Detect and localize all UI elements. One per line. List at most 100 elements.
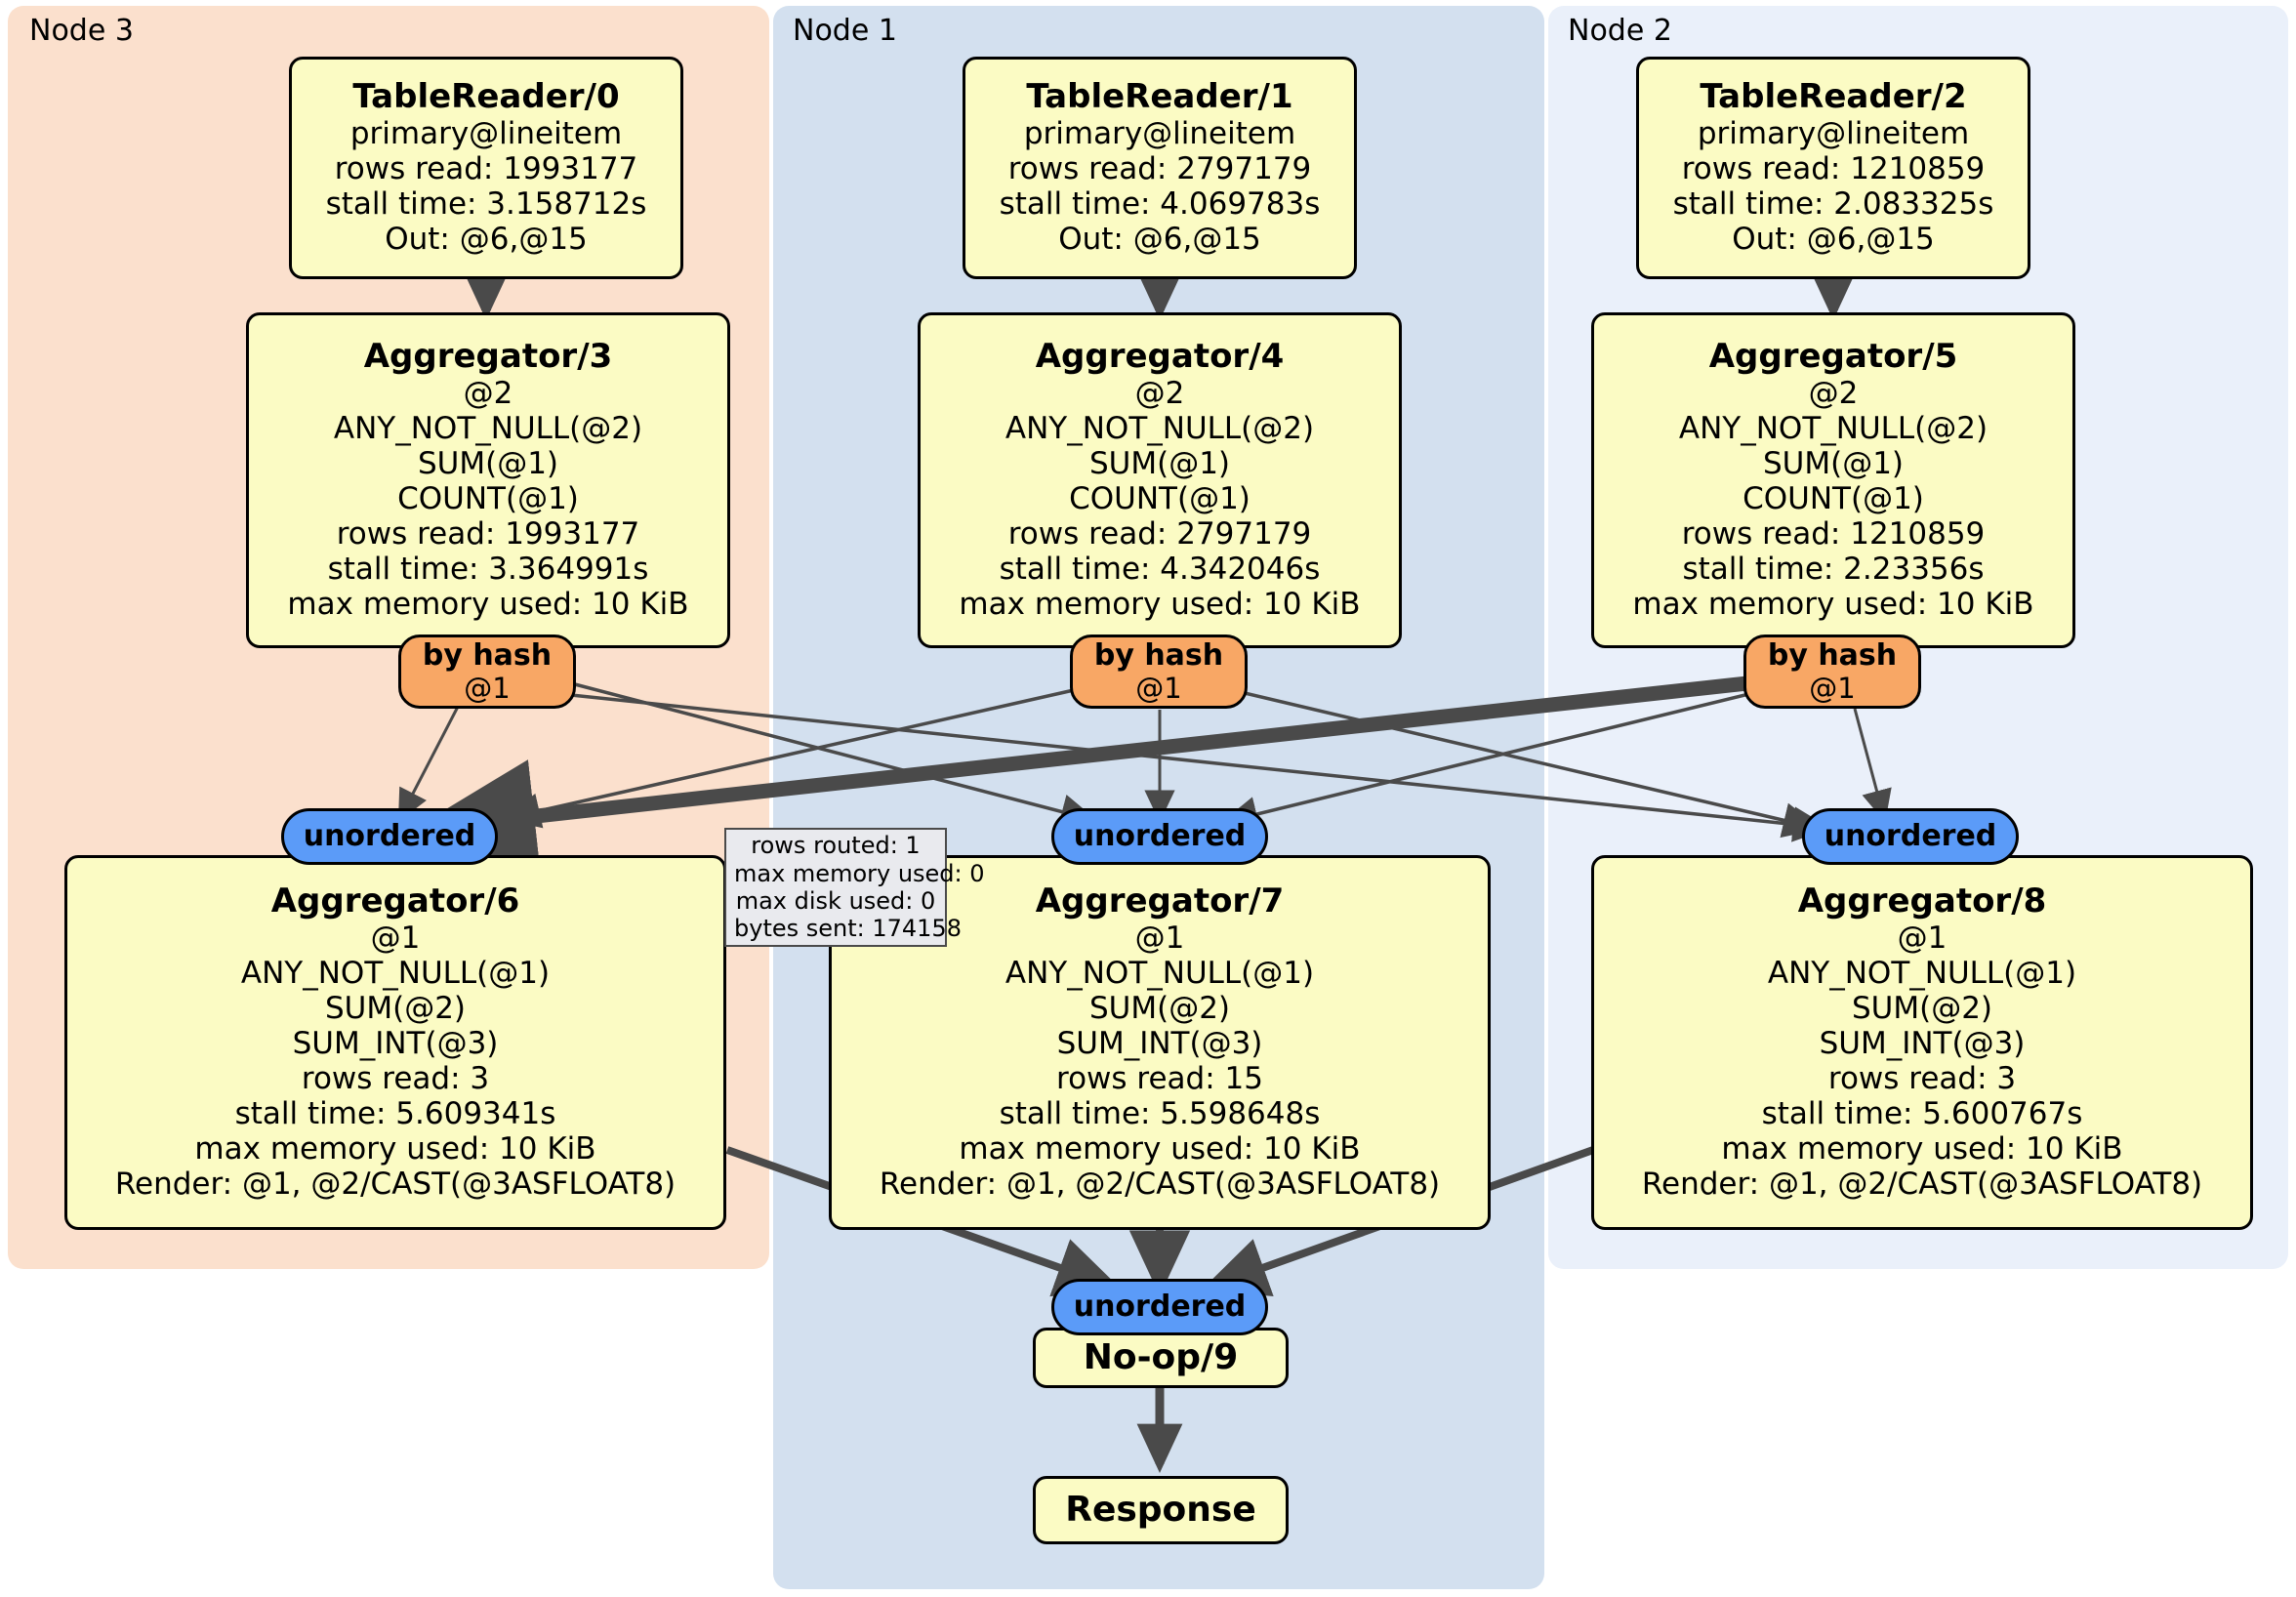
node-line: COUNT(@1) xyxy=(1069,480,1250,516)
node-line: stall time: 5.598648s xyxy=(999,1095,1321,1131)
cluster-label-node-1: Node 1 xyxy=(793,14,897,48)
node-line: ANY_NOT_NULL(@2) xyxy=(1004,410,1315,446)
router-title: unordered xyxy=(1073,1290,1247,1325)
node-line: rows read: 1210859 xyxy=(1681,150,1986,186)
node-line: Render: @1, @2/CAST(@3ASFLOAT8) xyxy=(879,1166,1441,1202)
node-line: stall time: 5.600767s xyxy=(1761,1095,2083,1131)
node-line: rows read: 2797179 xyxy=(1007,150,1312,186)
node-title: Response xyxy=(1065,1490,1256,1531)
node-aggregator-6[interactable]: Aggregator/6 @1 ANY_NOT_NULL(@1) SUM(@2)… xyxy=(64,855,726,1230)
node-line: SUM(@1) xyxy=(1762,445,1905,481)
node-line: @2 xyxy=(463,375,513,411)
node-title: TableReader/1 xyxy=(1026,77,1293,117)
router-unordered-aggregator-6[interactable]: unordered xyxy=(281,808,498,865)
router-title: unordered xyxy=(1073,819,1247,854)
node-title: Aggregator/8 xyxy=(1797,881,2047,921)
node-line: primary@lineitem xyxy=(349,115,623,151)
node-line: @2 xyxy=(1134,375,1185,411)
node-line: SUM_INT(@3) xyxy=(1056,1025,1263,1061)
router-by-hash-aggregator-4[interactable]: by hash @1 xyxy=(1070,635,1248,709)
router-title: by hash xyxy=(1093,637,1224,673)
node-line: stall time: 3.158712s xyxy=(325,185,647,222)
node-line: Out: @6,@15 xyxy=(1058,221,1261,257)
node-noop-9[interactable]: No-op/9 xyxy=(1033,1328,1289,1388)
node-line: ANY_NOT_NULL(@1) xyxy=(1004,955,1315,991)
node-title: Aggregator/3 xyxy=(363,337,613,377)
node-aggregator-4[interactable]: Aggregator/4 @2 ANY_NOT_NULL(@2) SUM(@1)… xyxy=(918,312,1402,648)
node-title: Aggregator/7 xyxy=(1035,881,1285,921)
node-line: Out: @6,@15 xyxy=(385,221,588,257)
router-unordered-aggregator-8[interactable]: unordered xyxy=(1802,808,2019,865)
node-line: max memory used: 10 KiB xyxy=(959,1130,1361,1167)
node-line: SUM_INT(@3) xyxy=(1819,1025,2026,1061)
node-line: stall time: 4.069783s xyxy=(999,185,1321,222)
cluster-label-node-2: Node 2 xyxy=(1568,14,1672,48)
node-tablereader-2[interactable]: TableReader/2 primary@lineitem rows read… xyxy=(1636,57,2030,279)
node-line: stall time: 2.23356s xyxy=(1682,551,1985,587)
node-line: max memory used: 10 KiB xyxy=(1721,1130,2123,1167)
node-line: primary@lineitem xyxy=(1023,115,1296,151)
node-line: stall time: 4.342046s xyxy=(999,551,1321,587)
node-line: rows read: 1993177 xyxy=(334,150,638,186)
router-by-hash-aggregator-3[interactable]: by hash @1 xyxy=(398,635,576,709)
node-line: ANY_NOT_NULL(@1) xyxy=(1767,955,2077,991)
stat-line: bytes sent: 174158 xyxy=(734,915,962,943)
node-line: stall time: 5.609341s xyxy=(234,1095,556,1131)
node-title: TableReader/0 xyxy=(352,77,620,117)
node-line: COUNT(@1) xyxy=(1742,480,1924,516)
router-unordered-noop-9[interactable]: unordered xyxy=(1051,1279,1268,1335)
node-line: max memory used: 10 KiB xyxy=(194,1130,596,1167)
node-line: rows read: 1993177 xyxy=(336,515,640,552)
node-line: max memory used: 10 KiB xyxy=(1632,586,2034,622)
node-line: COUNT(@1) xyxy=(397,480,579,516)
router-subtitle: @1 xyxy=(464,671,511,705)
node-line: max memory used: 10 KiB xyxy=(959,586,1361,622)
node-aggregator-8[interactable]: Aggregator/8 @1 ANY_NOT_NULL(@1) SUM(@2)… xyxy=(1591,855,2253,1230)
node-tablereader-0[interactable]: TableReader/0 primary@lineitem rows read… xyxy=(289,57,683,279)
node-line: SUM(@1) xyxy=(417,445,559,481)
node-response[interactable]: Response xyxy=(1033,1476,1289,1544)
router-subtitle: @1 xyxy=(1809,671,1856,705)
router-title: unordered xyxy=(1824,819,1997,854)
node-line: SUM_INT(@3) xyxy=(292,1025,499,1061)
node-line: ANY_NOT_NULL(@2) xyxy=(333,410,643,446)
node-title: Aggregator/5 xyxy=(1708,337,1958,377)
node-aggregator-5[interactable]: Aggregator/5 @2 ANY_NOT_NULL(@2) SUM(@1)… xyxy=(1591,312,2075,648)
node-title: Aggregator/4 xyxy=(1035,337,1285,377)
node-line: rows read: 15 xyxy=(1056,1060,1263,1096)
router-title: by hash xyxy=(1767,637,1898,673)
node-line: stall time: 3.364991s xyxy=(327,551,649,587)
node-line: Out: @6,@15 xyxy=(1732,221,1935,257)
node-line: max memory used: 10 KiB xyxy=(287,586,689,622)
node-tablereader-1[interactable]: TableReader/1 primary@lineitem rows read… xyxy=(963,57,1357,279)
node-line: Render: @1, @2/CAST(@3ASFLOAT8) xyxy=(1641,1166,2203,1202)
node-line: @2 xyxy=(1808,375,1859,411)
router-by-hash-aggregator-5[interactable]: by hash @1 xyxy=(1743,635,1921,709)
node-line: rows read: 1210859 xyxy=(1681,515,1986,552)
router-title: unordered xyxy=(303,819,476,854)
node-line: SUM(@2) xyxy=(1088,990,1231,1026)
node-aggregator-3[interactable]: Aggregator/3 @2 ANY_NOT_NULL(@2) SUM(@1)… xyxy=(246,312,730,648)
router-unordered-aggregator-7[interactable]: unordered xyxy=(1051,808,1268,865)
node-line: ANY_NOT_NULL(@1) xyxy=(240,955,551,991)
node-line: ANY_NOT_NULL(@2) xyxy=(1678,410,1988,446)
node-line: @1 xyxy=(370,920,421,956)
node-line: @1 xyxy=(1897,920,1948,956)
node-title: TableReader/2 xyxy=(1700,77,1967,117)
router-title: by hash xyxy=(422,637,553,673)
node-title: Aggregator/6 xyxy=(270,881,520,921)
node-line: SUM(@2) xyxy=(1851,990,1993,1026)
node-line: rows read: 2797179 xyxy=(1007,515,1312,552)
router-stats-tooltip: rows routed: 1 max memory used: 0 max di… xyxy=(724,828,985,947)
node-line: rows read: 3 xyxy=(1827,1060,2017,1096)
node-line: stall time: 2.083325s xyxy=(1672,185,1994,222)
node-line: rows read: 3 xyxy=(301,1060,490,1096)
node-line: SUM(@1) xyxy=(1088,445,1231,481)
node-line: @1 xyxy=(1134,920,1185,956)
stat-line: max disk used: 0 xyxy=(735,887,936,915)
node-line: Render: @1, @2/CAST(@3ASFLOAT8) xyxy=(114,1166,676,1202)
node-title: No-op/9 xyxy=(1083,1337,1239,1378)
router-subtitle: @1 xyxy=(1135,671,1182,705)
stat-line: rows routed: 1 xyxy=(751,832,921,860)
